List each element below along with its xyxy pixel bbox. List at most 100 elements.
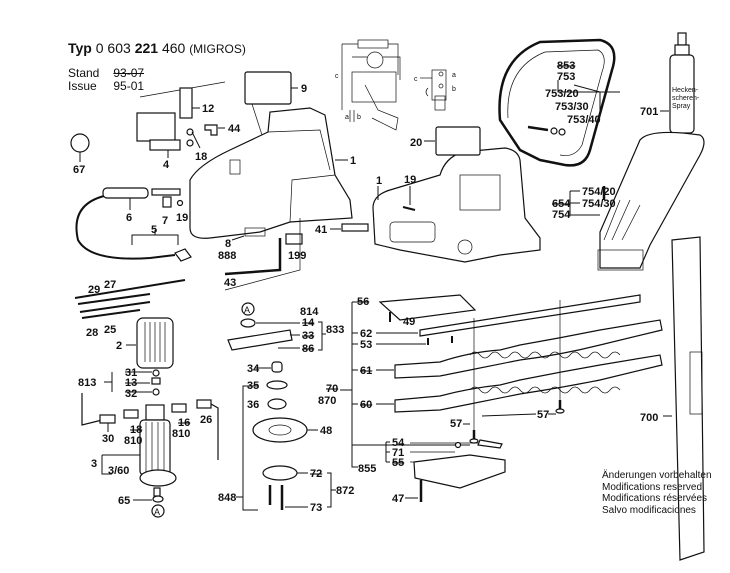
spray-line-1: Hecken- <box>672 87 699 94</box>
spray-bottle-701 <box>669 54 695 134</box>
switch-label-b: b <box>452 86 456 93</box>
label-73: 73 <box>310 502 322 514</box>
label-199: 199 <box>288 250 306 262</box>
label-62: 62 <box>360 328 372 340</box>
label-47: 47 <box>392 493 404 505</box>
label-36: 36 <box>247 399 259 411</box>
hex-key-43 <box>224 238 282 276</box>
eccentric-lever <box>227 329 293 351</box>
variant-label: (MIGROS) <box>189 42 246 56</box>
label-833: 833 <box>326 324 344 336</box>
crank-disc-72 <box>262 465 298 481</box>
stand-row: Stand 93-07 <box>68 66 144 80</box>
label-20: 20 <box>410 137 422 149</box>
label-34: 34 <box>247 363 260 375</box>
label-853: 853 <box>557 60 575 72</box>
label-810a: 810 <box>124 435 142 447</box>
stand-label: Stand <box>68 66 100 80</box>
label-814: 814 <box>300 306 319 318</box>
typ-bold: 221 <box>134 40 159 56</box>
bolt <box>527 125 549 132</box>
label-29: 29 <box>88 284 100 296</box>
type-heading: Typ 0 603 221 460 (MIGROS) <box>68 40 246 56</box>
label-28: 28 <box>86 327 98 339</box>
nameplate-9 <box>244 71 292 105</box>
label-65: 65 <box>118 495 130 507</box>
label-54: 54 <box>392 437 405 449</box>
label-6: 6 <box>126 212 132 224</box>
brush-holder-26 <box>196 399 212 409</box>
label-813: 813 <box>78 377 96 389</box>
label-13: 13 <box>125 377 137 389</box>
typ-suffix: 460 <box>161 40 186 56</box>
cover-plate-20 <box>435 126 481 156</box>
label-70: 70 <box>326 383 338 395</box>
cable-clamp-7 <box>162 196 172 208</box>
label-753: 753 <box>557 71 575 83</box>
label-60: 60 <box>360 399 372 411</box>
part-44 <box>204 124 218 136</box>
label-5: 5 <box>151 224 157 236</box>
lower-blade-60 <box>394 354 663 413</box>
label-872: 872 <box>336 485 354 497</box>
label-9: 9 <box>301 83 307 95</box>
gear-48 <box>252 417 308 443</box>
note-de: Änderungen vorbehalten <box>602 470 712 481</box>
label-33: 33 <box>302 330 314 342</box>
label-12: 12 <box>202 103 214 115</box>
marker-a-top <box>241 302 255 316</box>
base-plate-855 <box>413 454 506 489</box>
issue-label: Issue <box>68 79 97 93</box>
label-848: 848 <box>218 492 236 504</box>
label-16: 16 <box>178 417 190 429</box>
label-3: 3 <box>91 458 97 470</box>
label-61: 61 <box>360 365 372 377</box>
label-14: 14 <box>302 317 315 329</box>
wire-label-b: b <box>357 114 361 121</box>
wire-label-c: c <box>335 73 339 80</box>
label-32: 32 <box>125 388 137 400</box>
guide-rail-62 <box>419 294 641 337</box>
brush-holder-30 <box>99 414 116 424</box>
label-26: 26 <box>200 414 212 426</box>
label-18b: 18 <box>130 424 142 436</box>
label-1a: 1 <box>350 155 356 167</box>
label-810b: 810 <box>172 428 190 440</box>
note-fr: Modifications réservées <box>602 493 708 504</box>
label-753-20: 753/20 <box>545 88 579 100</box>
switch-diagram: a b c <box>414 69 456 111</box>
issue-row: Issue 95-01 <box>68 79 144 93</box>
label-30: 30 <box>102 433 114 445</box>
power-cord <box>75 195 176 260</box>
label-754-20: 754/20 <box>582 186 616 198</box>
label-56: 56 <box>357 296 369 308</box>
label-888: 888 <box>218 250 236 262</box>
modifications-notice: Änderungen vorbehalten Modifications res… <box>602 470 712 516</box>
label-753-40: 753/40 <box>567 114 601 126</box>
label-44: 44 <box>228 123 241 135</box>
wiring-diagram: c a b <box>335 39 401 131</box>
label-25: 25 <box>104 324 116 336</box>
label-43: 43 <box>224 277 236 289</box>
handle-bow-753 <box>498 38 616 167</box>
label-19a: 19 <box>176 212 188 224</box>
wire-label-a: a <box>345 114 349 121</box>
label-55: 55 <box>392 457 404 469</box>
label-4: 4 <box>163 159 170 171</box>
label-31: 31 <box>125 367 137 379</box>
label-870: 870 <box>318 395 336 407</box>
capacitor-12 <box>179 87 193 119</box>
label-1b: 1 <box>376 175 382 187</box>
label-19b: 19 <box>404 174 416 186</box>
label-855: 855 <box>358 463 376 475</box>
label-71: 71 <box>392 447 404 459</box>
spray-line-2: scheren- <box>672 95 700 102</box>
label-2: 2 <box>116 340 122 352</box>
label-701: 701 <box>640 106 658 118</box>
switch-label-c: c <box>414 76 418 83</box>
label-86: 86 <box>302 343 314 355</box>
label-27: 27 <box>104 279 116 291</box>
label-49: 49 <box>403 316 415 328</box>
label-754-30: 754/30 <box>582 198 616 210</box>
